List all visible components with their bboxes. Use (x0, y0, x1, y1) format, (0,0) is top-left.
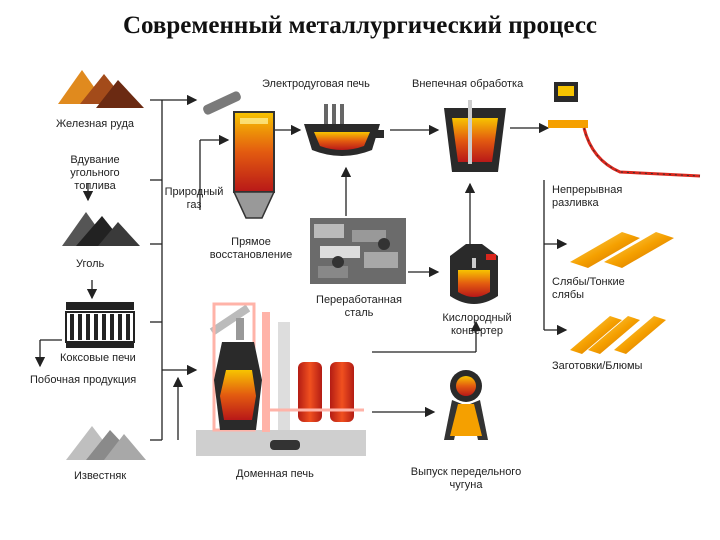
label-billets: Заготовки/Блюмы (552, 360, 643, 372)
label-oxygen-converter: Кислородный конвертер (442, 312, 512, 337)
billets-icon (570, 316, 666, 354)
label-continuous-casting: Непрерывная разливка (552, 184, 623, 209)
label-secondary-treatment: Внепечная обработка (412, 78, 524, 90)
label-natural-gas: Природный газ (164, 186, 224, 211)
label-direct-reduction: Прямое восстановление (209, 236, 293, 261)
label-electric-arc-furnace: Электродуговая печь (262, 78, 370, 90)
label-slabs: Слябы/Тонкие слябы (552, 276, 625, 301)
label-coke-ovens: Коксовые печи (60, 352, 136, 364)
blast-furnace-icon (196, 302, 366, 456)
iron-ore-icon (58, 70, 144, 108)
scrap-steel-icon (310, 218, 406, 284)
electric-arc-furnace-icon (304, 104, 384, 156)
label-coal-injection: Вдувание угольного топлива (70, 154, 120, 192)
slabs-icon (570, 232, 674, 268)
continuous-casting-icon (548, 82, 701, 178)
label-iron-ore: Железная руда (56, 118, 134, 130)
ladle-icon (444, 100, 506, 172)
page-title: Современный металлургический процесс (122, 12, 598, 39)
label-limestone: Известняк (74, 470, 127, 482)
direct-reduction-icon (203, 91, 276, 219)
oxygen-converter-icon (450, 244, 498, 304)
label-byproducts: Побочная продукция (30, 374, 137, 386)
label-coal: Уголь (76, 258, 105, 270)
label-hot-metal-tap: Выпуск передельного чугуна (410, 466, 522, 491)
label-scrap-steel: Переработанная сталь (316, 294, 402, 319)
coal-icon (62, 212, 140, 246)
coke-ovens-icon (65, 302, 135, 348)
hot-metal-ladle-icon (444, 370, 488, 440)
limestone-icon (66, 426, 146, 460)
label-blast-furnace: Доменная печь (236, 468, 314, 480)
